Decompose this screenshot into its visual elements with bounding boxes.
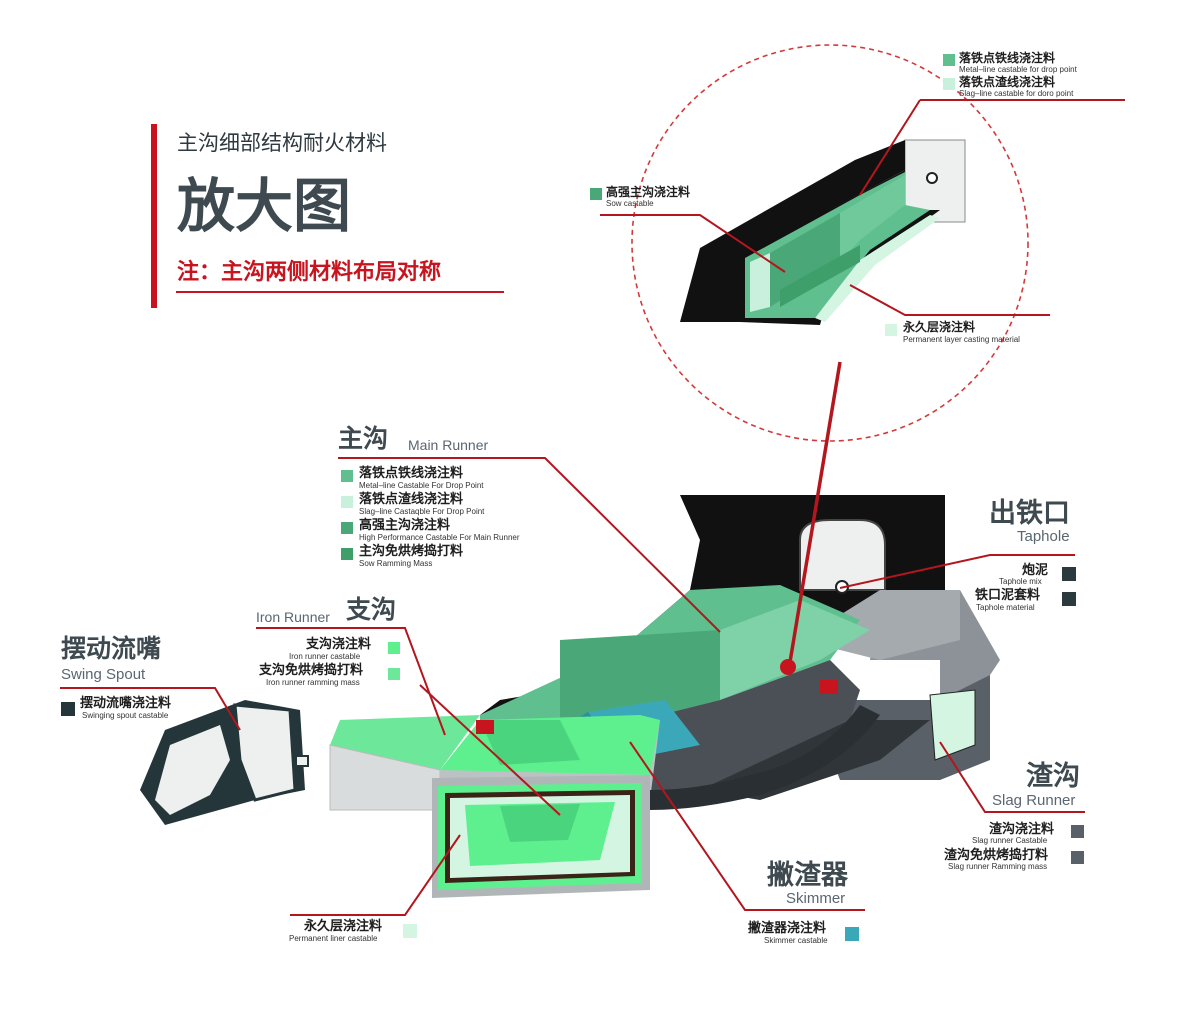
main-runner-item-1-zh: 落铁点铁线浇注料 <box>359 466 464 481</box>
swing-spout-item-en: Swinging spout castable <box>82 711 169 720</box>
header-accent-bar <box>151 124 157 308</box>
slag-runner-item-2-zh: 渣沟免烘烤捣打料 <box>944 848 1049 863</box>
main-runner-item-3-zh: 高强主沟浇注料 <box>359 518 451 533</box>
taphole-item-2-zh: 铁口泥套料 <box>975 588 1041 603</box>
main-runner-item-2-en: Slag–line Castaqble For Drop Point <box>359 507 485 516</box>
swatch-slag-ramming <box>1071 851 1084 864</box>
swatch-metal-line <box>943 54 955 66</box>
skimmer-title-en: Skimmer <box>786 890 846 907</box>
swing-spout-title-zh: 摆动流嘴 <box>61 634 162 663</box>
taphole-item-1-zh: 炮泥 <box>1022 563 1049 578</box>
iron-runner-item-2-zh: 支沟免烘烤捣打料 <box>259 663 364 678</box>
main-runner-title-en: Main Runner <box>408 437 489 453</box>
iron-runner-title-en: Iron Runner <box>256 609 330 625</box>
swatch-swing-spout <box>61 702 75 716</box>
swatch-iron-ramming <box>388 668 400 680</box>
header-title: 放大图 <box>177 172 352 240</box>
taphole-item-2-en: Taphole material <box>976 603 1035 612</box>
detail-slag-line-zh: 落铁点渣线浇注料 <box>959 75 1056 89</box>
swatch-permanent-liner <box>403 924 417 938</box>
slag-runner-title-en: Slag Runner <box>992 792 1076 809</box>
detail-permanent-en: Permanent layer casting material <box>903 335 1020 344</box>
skimmer-item-zh: 撇渣器浇注料 <box>748 921 827 936</box>
taphole-title-en: Taphole <box>1017 528 1070 545</box>
swatch-main-high <box>341 522 353 534</box>
skimmer-item-en: Skimmer castable <box>764 936 828 945</box>
iron-runner-item-2-en: Iron runner ramming mass <box>266 678 360 687</box>
slag-runner-item-1-zh: 渣沟浇注料 <box>989 822 1055 837</box>
iron-runner-title-zh: 支沟 <box>346 595 397 624</box>
main-runner-item-3-en: High Performance Castable For Main Runne… <box>359 533 520 542</box>
header-subtitle: 主沟细部结构耐火材料 <box>177 131 387 155</box>
main-structure <box>329 495 1000 898</box>
swatch-taphole-material <box>1062 592 1076 606</box>
slag-runner-title-zh: 渣沟 <box>1026 761 1080 792</box>
detail-permanent-zh: 永久层浇注料 <box>903 320 976 334</box>
swatch-slag-castable <box>1071 825 1084 838</box>
permanent-liner-item-en: Permanent liner castable <box>289 934 378 943</box>
swing-spout-item-zh: 摆动流嘴浇注料 <box>80 696 172 711</box>
swing-spout-title-en: Swing Spout <box>61 666 146 683</box>
header-note: 注：主沟两侧材料布局对称 <box>177 260 442 285</box>
swatch-iron-castable <box>388 642 400 654</box>
swatch-main-metal <box>341 470 353 482</box>
taphole-title-zh: 出铁口 <box>989 498 1070 529</box>
drop-point-marker <box>780 659 796 675</box>
iron-runner-item-1-zh: 支沟浇注料 <box>306 637 372 652</box>
taphole-item-1-en: Taphole mix <box>999 577 1042 586</box>
detail-sow-en: Sow castable <box>606 199 654 208</box>
detail-section <box>680 139 966 325</box>
main-runner-item-4-en: Sow Ramming Mass <box>359 559 433 568</box>
leader-lines <box>60 99 1125 916</box>
swatch-skimmer <box>845 927 859 941</box>
main-runner-item-4-zh: 主沟免烘烤捣打料 <box>359 544 464 559</box>
slag-runner-item-1-en: Slag runner Castable <box>972 836 1048 845</box>
detail-metal-line-en: Metal–line castable for drop point <box>959 65 1077 74</box>
note-underline <box>176 291 504 293</box>
swing-spout-illustration <box>140 700 309 825</box>
iron-runner-item-1-en: Iron runner castable <box>289 652 361 661</box>
permanent-liner-item-zh: 永久层浇注料 <box>304 919 383 934</box>
detail-sow-zh: 高强主沟浇注料 <box>606 185 691 199</box>
main-runner-item-2-zh: 落铁点渣线浇注料 <box>359 492 464 507</box>
swatch-taphole-mix <box>1062 567 1076 581</box>
swatch-sow <box>590 188 602 200</box>
detail-slag-line-en: Slag–line castable for doro point <box>959 89 1074 98</box>
swatch-slag-line <box>943 78 955 90</box>
swatch-main-ramming <box>341 548 353 560</box>
detail-circle <box>631 44 1029 442</box>
slag-runner-item-2-en: Slag runner Ramming mass <box>948 862 1048 871</box>
swatch-main-slag <box>341 496 353 508</box>
main-runner-title-zh: 主沟 <box>338 424 389 453</box>
detail-metal-line-zh: 落铁点铁线浇注料 <box>959 51 1056 65</box>
main-runner-item-1-en: Metal–line Castable For Drop Point <box>359 481 484 490</box>
swatch-permanent-detail <box>885 324 897 336</box>
skimmer-title-zh: 撇渣器 <box>767 860 848 891</box>
